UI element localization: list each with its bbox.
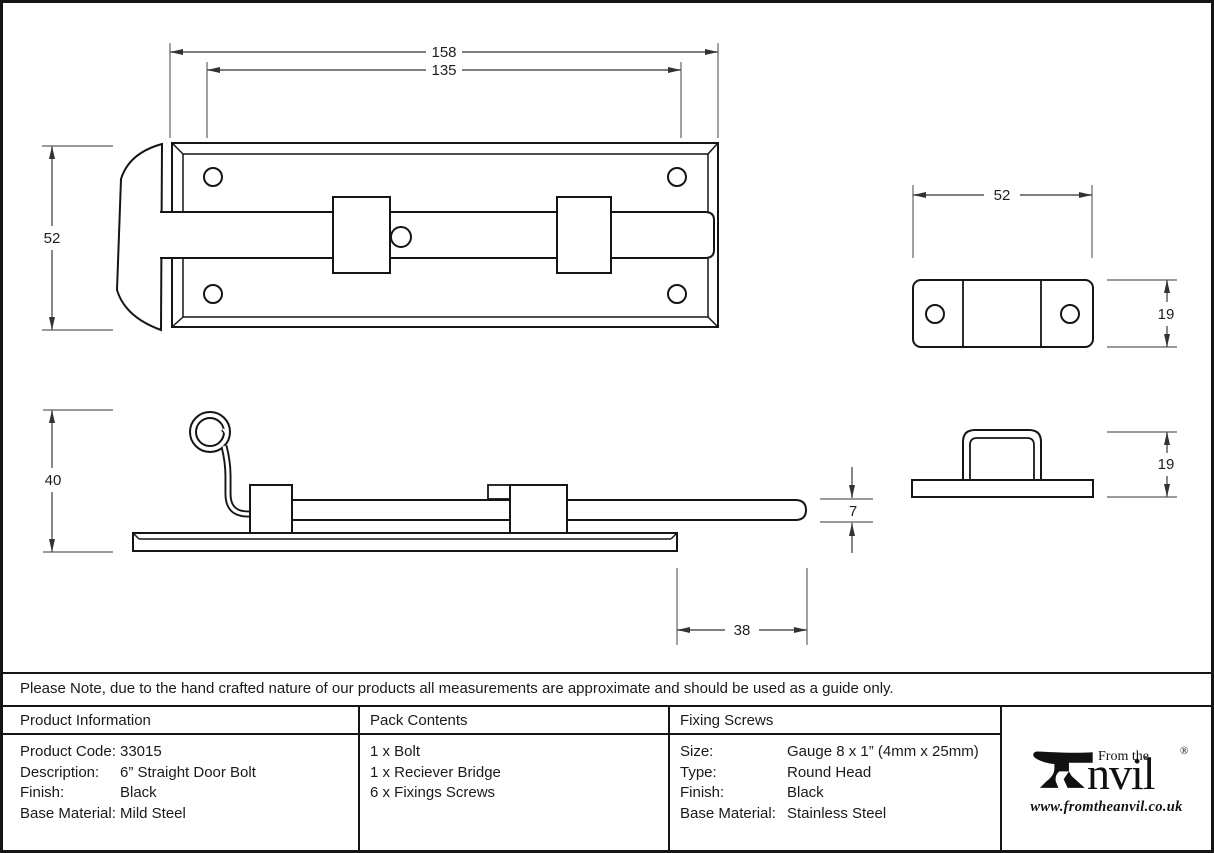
guide-bracket: [249, 484, 293, 534]
fixing-screws-cell: Fixing Screws Size: Gauge 8 x 1” (4mm x …: [668, 707, 1000, 850]
field-value: Round Head: [787, 763, 872, 781]
field-value: Black: [120, 784, 157, 801]
dimension-label: 158: [431, 44, 456, 61]
field-value: 6” Straight Door Bolt: [120, 763, 256, 781]
field-label: Product Code:: [20, 743, 116, 760]
dimension-label: 40: [45, 472, 62, 489]
field-value: Stainless Steel: [787, 804, 887, 822]
bolt-pin: [390, 226, 412, 248]
bolt-knob: [115, 142, 164, 332]
receiver-bridge-top-view: [912, 279, 1094, 348]
brand-logo-cell: From the nvil ® www.fromtheanvil.co.uk: [1000, 707, 1211, 850]
size-row: Size: Gauge 8 x 1” (4mm x 25mm): [680, 742, 1000, 763]
dimension-receiver-width: 52: [912, 185, 1093, 258]
screw-hole: [667, 167, 687, 187]
type-row: Type: Round Head: [680, 763, 1000, 784]
field-label: Base Material:: [20, 804, 116, 822]
screw-hole: [203, 284, 223, 304]
dimension-label: 135: [431, 62, 456, 79]
screw-hole: [203, 167, 223, 187]
product-code-row: Product Code: 33015: [20, 742, 358, 763]
dimension-front-height: 52: [39, 145, 113, 331]
dimension-receiver-height: 19: [1107, 431, 1181, 498]
pack-contents-header: Pack Contents: [360, 707, 668, 735]
dimension-rod-thickness: 7: [820, 467, 873, 553]
field-label: Type:: [680, 763, 717, 781]
base-material-row: Base Material: Mild Steel: [20, 804, 358, 825]
finish-row: Finish: Black: [20, 783, 358, 804]
measurement-note: Please Note, due to the hand crafted nat…: [3, 672, 1211, 705]
screw-hole: [667, 284, 687, 304]
field-value: 33015: [120, 743, 162, 760]
logo-website: www.fromtheanvil.co.uk: [1030, 799, 1183, 815]
pack-item: 1 x Reciever Bridge: [370, 763, 501, 781]
field-value: Mild Steel: [120, 804, 186, 822]
dimension-rod-overhang: 38: [676, 568, 808, 645]
bottom-panel: Please Note, due to the hand crafted nat…: [3, 672, 1211, 850]
field-label: Finish:: [20, 784, 65, 801]
dimensions: 158 135 52: [39, 43, 1181, 645]
field-value: Black: [787, 784, 824, 801]
info-table: Product Information Product Code: 33015 …: [3, 705, 1211, 850]
dimension-side-height: 40: [39, 409, 113, 553]
receiver-bridge-side-view: [911, 429, 1094, 498]
field-label: Base Material:: [680, 804, 776, 822]
guide-bracket: [509, 484, 568, 534]
screw-hole: [1060, 304, 1080, 324]
description-row: Description: 6” Straight Door Bolt: [20, 763, 358, 784]
dimension-label: 7: [849, 503, 857, 520]
logo-wordmark: nvil: [1087, 748, 1156, 799]
curled-handle: [189, 411, 254, 518]
field-value: Gauge 8 x 1” (4mm x 25mm): [787, 743, 979, 760]
pack-contents-cell: Pack Contents 1 x Bolt 1 x Reciever Brid…: [358, 707, 668, 850]
logo-tagline: From the: [1098, 749, 1149, 764]
finish-row: Finish: Black: [680, 783, 1000, 804]
product-information-header: Product Information: [3, 707, 358, 735]
dimension-label: 52: [994, 187, 1011, 204]
guide-bracket: [487, 484, 511, 500]
dimension-front-width-inner: 135: [206, 62, 682, 138]
bolt-side-view: [132, 411, 808, 552]
technical-drawing: 158 135 52: [39, 43, 1181, 645]
bolt-front-view: [115, 142, 719, 332]
dimension-label: 19: [1158, 456, 1175, 473]
field-label: Size:: [680, 743, 714, 760]
anvil-icon: [1033, 751, 1093, 788]
field-label: Description:: [20, 763, 100, 781]
field-label: Finish:: [680, 784, 725, 801]
pack-item: 6 x Fixings Screws: [370, 784, 496, 801]
screw-hole: [925, 304, 945, 324]
base-material-row: Base Material: Stainless Steel: [680, 804, 1000, 825]
product-information-cell: Product Information Product Code: 33015 …: [3, 707, 358, 850]
dimension-front-width-overall: 158: [169, 43, 719, 138]
dimension-label: 52: [44, 230, 61, 247]
guide-bracket: [556, 196, 612, 274]
fixing-screws-header: Fixing Screws: [670, 707, 1000, 735]
dimension-receiver-depth: 19: [1107, 279, 1181, 348]
dimension-label: 38: [734, 622, 751, 639]
dimension-label: 19: [1158, 306, 1175, 323]
pack-item: 1 x Bolt: [370, 743, 421, 760]
guide-bracket: [332, 196, 391, 274]
bolt-bar: [160, 211, 715, 259]
registered-trademark-symbol: ®: [1180, 745, 1189, 757]
